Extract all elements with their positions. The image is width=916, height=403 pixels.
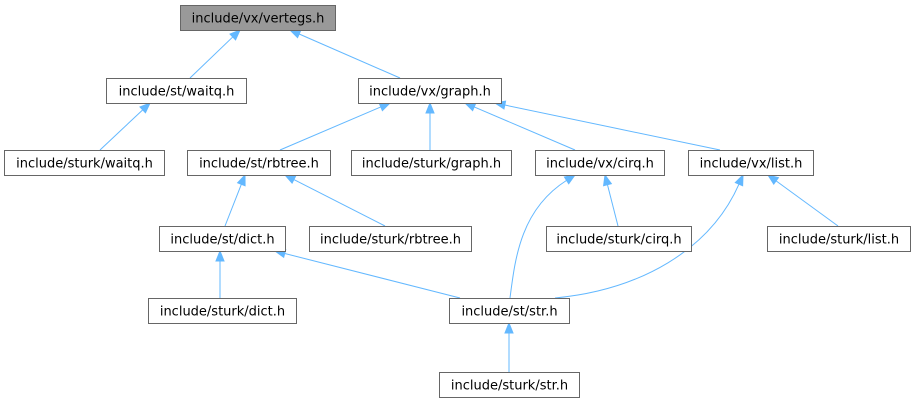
node-box [148, 298, 297, 324]
edge-vertegs-to-st-waitq [189, 29, 241, 79]
edge-line [189, 36, 234, 79]
node-sturk-dict[interactable]: include/sturk/dict.h [148, 298, 297, 324]
node-box [767, 226, 911, 252]
arrowhead-icon [283, 174, 297, 184]
node-sturk-waitq[interactable]: include/sturk/waitq.h [4, 150, 165, 176]
arrowhead-icon [734, 173, 744, 187]
node-label: include/sturk/list.h [779, 233, 899, 248]
node-vx-list[interactable]: include/vx/list.h [688, 150, 814, 176]
node-sturk-str[interactable]: include/sturk/str.h [439, 372, 580, 398]
node-sturk-rbtree[interactable]: include/sturk/rbtree.h [309, 226, 472, 252]
node-box [449, 298, 570, 324]
node-sturk-cirq[interactable]: include/sturk/cirq.h [546, 226, 692, 252]
edge-line [284, 252, 461, 299]
edge-vx-graph-to-sturk-graph [425, 101, 435, 150]
edge-line [473, 106, 576, 151]
node-st-waitq[interactable]: include/st/waitq.h [106, 78, 247, 104]
node-vx-graph[interactable]: include/vx/graph.h [358, 78, 502, 104]
node-box [309, 226, 472, 252]
edge-line [504, 104, 721, 151]
arrowhead-icon [463, 102, 477, 112]
node-sturk-graph[interactable]: include/sturk/graph.h [351, 150, 512, 176]
edge-st-dict-to-sturk-dict [215, 249, 225, 298]
node-box [535, 150, 665, 176]
arrowhead-icon [229, 29, 241, 41]
edge-line [99, 109, 144, 151]
arrowhead-icon [603, 173, 613, 187]
edge-line [775, 180, 839, 227]
node-box [546, 226, 692, 252]
node-box [106, 78, 247, 104]
edge-vx-graph-to-vx-list [493, 100, 721, 151]
node-box [187, 150, 331, 176]
edge-vx-graph-to-vx-cirq [463, 102, 576, 151]
node-vertegs: include/vx/vertegs.h [180, 5, 336, 31]
node-label: include/sturk/rbtree.h [320, 233, 461, 248]
node-vx-cirq[interactable]: include/vx/cirq.h [535, 150, 665, 176]
node-label: include/sturk/cirq.h [556, 233, 681, 248]
node-label: include/sturk/str.h [451, 379, 568, 394]
arrowhead-icon [288, 29, 302, 39]
edge-vx-list-to-st-str [554, 173, 744, 299]
node-label: include/sturk/graph.h [362, 157, 501, 172]
edge-st-str-to-sturk-str [504, 321, 514, 372]
node-label: include/vx/cirq.h [546, 157, 654, 172]
edge-line [606, 184, 619, 227]
arrowhead-icon [563, 174, 577, 185]
node-box [4, 150, 165, 176]
node-box [688, 150, 814, 176]
node-box [351, 150, 512, 176]
node-box [180, 5, 336, 31]
edge-line [298, 33, 401, 79]
arrowhead-icon [236, 173, 246, 187]
arrowhead-icon [504, 321, 514, 334]
node-label: include/vx/vertegs.h [192, 12, 325, 27]
edge-vx-graph-to-st-rbtree [279, 102, 392, 151]
arrowhead-icon [378, 102, 392, 112]
edge-line [554, 183, 740, 299]
nodes-layer: include/vx/vertegs.h include/st/waitq.h in… [4, 5, 911, 398]
node-label: include/st/rbtree.h [199, 157, 319, 172]
node-sturk-list[interactable]: include/sturk/list.h [767, 226, 911, 252]
node-st-rbtree[interactable]: include/st/rbtree.h [187, 150, 331, 176]
node-label: include/sturk/dict.h [160, 305, 285, 320]
edge-vertegs-to-vx-graph [288, 29, 401, 79]
arrowhead-icon [139, 102, 151, 114]
node-label: include/sturk/waitq.h [16, 157, 153, 172]
arrowhead-icon [215, 249, 225, 262]
node-label: include/st/str.h [461, 305, 557, 320]
node-box [439, 372, 580, 398]
node-label: include/vx/list.h [700, 157, 803, 172]
edge-vx-list-to-sturk-list [766, 174, 839, 227]
node-st-dict[interactable]: include/st/dict.h [159, 226, 286, 252]
arrowhead-icon [425, 101, 435, 114]
edge-st-dict-to-st-str [273, 248, 461, 299]
node-box [358, 78, 502, 104]
node-label: include/st/dict.h [170, 233, 274, 248]
edge-st-waitq-to-sturk-waitq [99, 102, 151, 151]
node-st-str[interactable]: include/st/str.h [449, 298, 570, 324]
edge-line [509, 179, 567, 299]
node-label: include/st/waitq.h [119, 85, 235, 100]
arrowhead-icon [766, 174, 780, 186]
edge-vx-cirq-to-sturk-cirq [603, 173, 619, 227]
edge-st-rbtree-to-st-dict [224, 173, 246, 227]
edge-line [293, 179, 386, 227]
edge-line [224, 184, 242, 227]
edge-line [279, 106, 382, 151]
node-label: include/vx/graph.h [369, 85, 491, 100]
edge-st-rbtree-to-sturk-rbtree [283, 174, 386, 227]
node-box [159, 226, 286, 252]
